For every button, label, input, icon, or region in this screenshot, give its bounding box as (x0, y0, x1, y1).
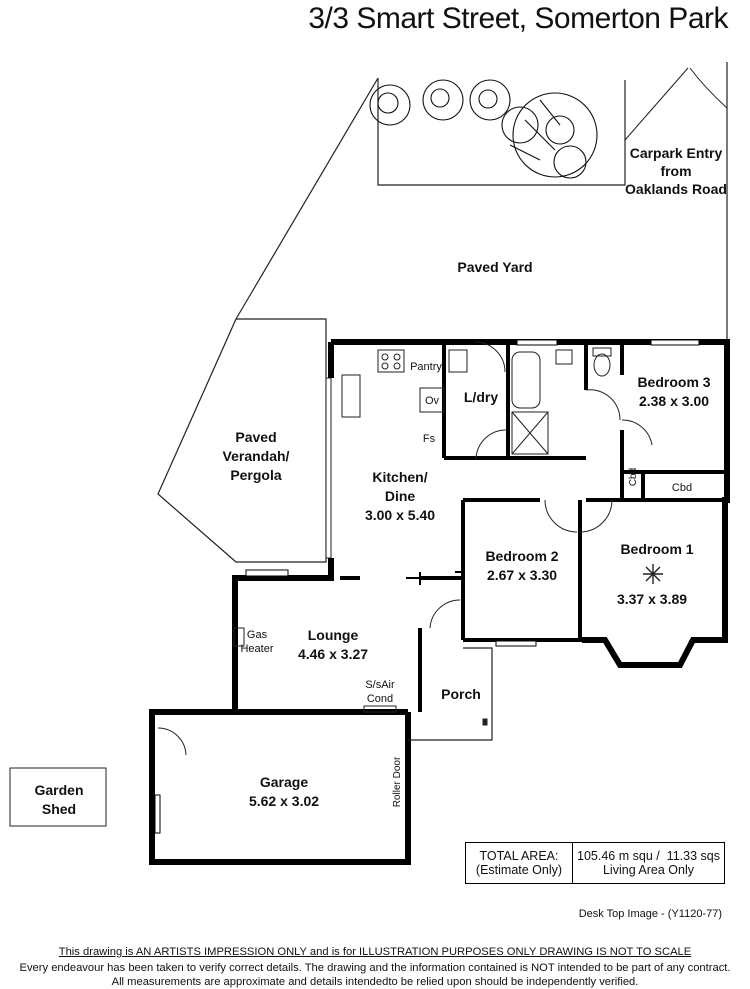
kitchen-label-2: Dine (385, 488, 416, 504)
garage-label: Garage (260, 774, 308, 790)
air-cond-label-2: Cond (367, 693, 393, 705)
windows (154, 339, 700, 834)
fixtures (9, 347, 612, 827)
laundry-label: L/dry (464, 389, 498, 405)
bedroom1-size: 3.37 x 3.89 (617, 591, 687, 607)
paved-yard-label: Paved Yard (457, 259, 532, 275)
trees-icon (369, 79, 598, 179)
bedroom1-label: Bedroom 1 (620, 541, 693, 557)
roller-door-label: Roller Door (392, 756, 403, 807)
air-cond-label-1: S/sAir (365, 679, 395, 691)
disclaimer-line-2: Every endeavour has been taken to verify… (19, 962, 731, 974)
dining-markers (406, 571, 463, 585)
verandah-label-3: Pergola (230, 467, 282, 483)
carpark-entry-label-1: Carpark Entry (630, 145, 723, 161)
carpark-entry-label-2: from (660, 163, 691, 179)
verandah-posts (325, 377, 332, 559)
disclaimer-line-3: All measurements are approximate and det… (111, 976, 639, 988)
cupboard-vertical-label: Cbd (628, 468, 639, 486)
bedroom3-size: 2.38 x 3.00 (639, 393, 709, 409)
total-area-value: 105.46 m squ / 11.33 sqs (577, 849, 720, 863)
total-area-label-cell: TOTAL AREA: (Estimate Only) (466, 843, 573, 883)
door-swings (157, 341, 653, 756)
verandah-label-2: Verandah/ (223, 448, 290, 464)
total-area-label: TOTAL AREA: (479, 849, 559, 863)
image-reference: Desk Top Image - (Y1120-77) (578, 908, 722, 920)
site-boundary (157, 62, 728, 563)
cupboard-label: Cbd (672, 482, 692, 494)
porch-label: Porch (441, 686, 481, 702)
gas-heater-label-1: Gas (247, 629, 268, 641)
total-area-value-note: Living Area Only (602, 863, 695, 877)
total-area-note: (Estimate Only) (475, 863, 563, 877)
disclaimer-line-1: This drawing is AN ARTISTS IMPRESSION ON… (58, 946, 692, 958)
garden-shed-label-1: Garden (34, 782, 83, 798)
total-area-value-cell: 105.46 m squ / 11.33 sqs Living Area Onl… (573, 843, 724, 883)
garage-size: 5.62 x 3.02 (249, 793, 319, 809)
kitchen-label-1: Kitchen/ (372, 469, 427, 485)
bedroom3-label: Bedroom 3 (637, 374, 710, 390)
lounge-label: Lounge (308, 627, 359, 643)
kitchen-size: 3.00 x 5.40 (365, 507, 435, 523)
plan-title: 3/3 Smart Street, Somerton Park (308, 2, 728, 35)
house-walls (149, 339, 730, 865)
fridge-space-label: Fs (423, 433, 436, 445)
verandah-label-1: Paved (235, 429, 276, 445)
carpark-gates-icon (624, 67, 728, 141)
bedroom2-label: Bedroom 2 (485, 548, 558, 564)
total-area-box: TOTAL AREA: (Estimate Only) 105.46 m squ… (465, 842, 725, 884)
ceiling-fan-icon (643, 564, 663, 584)
porch-outline (408, 647, 493, 741)
oven-label: Ov (425, 395, 440, 407)
lounge-size: 4.46 x 3.27 (298, 646, 368, 662)
bedroom2-size: 2.67 x 3.30 (487, 567, 557, 583)
gas-heater-label-2: Heater (240, 643, 273, 655)
pantry-label: Pantry (410, 361, 442, 373)
carpark-entry-label-3: Oaklands Road (625, 181, 727, 197)
garden-shed-label-2: Shed (42, 801, 76, 817)
